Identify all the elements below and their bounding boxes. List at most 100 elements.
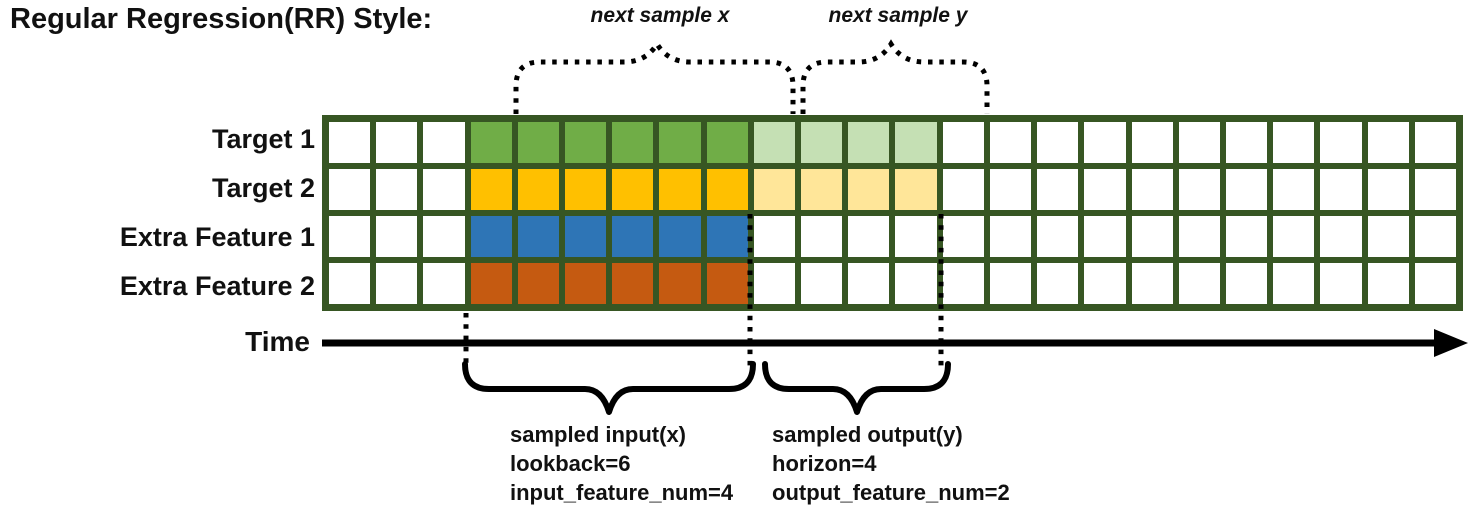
grid-cell [1131, 263, 1173, 304]
grid-cell [895, 263, 937, 304]
grid-cell [1367, 263, 1409, 304]
grid-cell [1273, 263, 1315, 304]
row-label-extra-feature-1: Extra Feature 1 [119, 222, 315, 252]
row-label-target-2: Target 2 [211, 173, 315, 203]
grid-cell [565, 216, 607, 257]
timeseries-grid [322, 115, 1463, 311]
grid-cell [753, 169, 796, 210]
grid-cell [942, 216, 984, 257]
grid-cell [895, 169, 937, 210]
grid-cell [895, 216, 937, 257]
grid-cell [848, 122, 890, 163]
row-label-target-1: Target 1 [211, 124, 315, 154]
grid-cell [517, 263, 560, 304]
next-sample-x-brace [513, 39, 796, 114]
grid-cell [517, 169, 560, 210]
grid-cell [329, 122, 371, 163]
grid-cell [1131, 169, 1173, 210]
grid-cell [1414, 122, 1456, 163]
grid-cell [1037, 122, 1079, 163]
grid-cell [470, 122, 512, 163]
grid-cell [1320, 263, 1362, 304]
grid-cell [1414, 263, 1456, 304]
grid-cell [517, 216, 560, 257]
grid-cell [942, 263, 984, 304]
grid-cell [612, 263, 654, 304]
grid-cell [989, 122, 1032, 163]
grid-cell [376, 169, 418, 210]
grid-cell [565, 122, 607, 163]
grid-cell [989, 263, 1032, 304]
grid-cell [1320, 169, 1362, 210]
grid-cell [706, 263, 748, 304]
grid-cell [659, 122, 701, 163]
grid-cell [1178, 169, 1220, 210]
grid-cell [1178, 122, 1220, 163]
grid-cell [1273, 216, 1315, 257]
grid-cell [801, 263, 843, 304]
grid-cell [423, 169, 465, 210]
grid-cell [1414, 216, 1456, 257]
grid-cell [1178, 263, 1220, 304]
grid-cell [989, 169, 1032, 210]
grid-cell [517, 122, 560, 163]
grid-cell [895, 122, 937, 163]
time-axis-arrow-head [1434, 329, 1468, 357]
grid-cell [1320, 122, 1362, 163]
output-feature-num-value: output_feature_num=2 [772, 480, 1010, 505]
horizon-value: horizon=4 [772, 451, 877, 476]
grid-cell [470, 169, 512, 210]
grid-cell [376, 122, 418, 163]
grid-cell [1178, 216, 1220, 257]
grid-cell [376, 216, 418, 257]
grid-cell [1037, 216, 1079, 257]
grid-cell [659, 169, 701, 210]
next-sample-y-brace [800, 39, 990, 114]
time-axis-label: Time [245, 326, 310, 357]
grid-cell [659, 263, 701, 304]
grid-cell [1225, 122, 1268, 163]
grid-cell [848, 169, 890, 210]
sampled-input-note: sampled input(x) lookback=6 input_featur… [510, 420, 733, 507]
grid-cell [329, 169, 371, 210]
input-feature-num-value: input_feature_num=4 [510, 480, 734, 505]
grid-cell [1225, 216, 1268, 257]
sampled-input-brace [462, 361, 756, 415]
grid-cell [329, 216, 371, 257]
grid-cell [376, 263, 418, 304]
grid-cell [1084, 169, 1126, 210]
grid-cell [1037, 169, 1079, 210]
grid-cell [801, 122, 843, 163]
grid-cell [1273, 169, 1315, 210]
grid-cell [1320, 216, 1362, 257]
grid-cell [612, 169, 654, 210]
page-title: Regular Regression(RR) Style: [10, 3, 433, 35]
grid-cell [801, 169, 843, 210]
grid-cell [848, 216, 890, 257]
grid-cell [1084, 263, 1126, 304]
grid-cell [659, 216, 701, 257]
grid-cell [565, 263, 607, 304]
grid-cell [1367, 122, 1409, 163]
grid-cell [1084, 216, 1126, 257]
sampled-output-brace [762, 361, 951, 415]
grid-cell [706, 122, 748, 163]
grid-cell [1273, 122, 1315, 163]
grid-cell [1131, 122, 1173, 163]
lookback-value: lookback=6 [510, 451, 631, 476]
grid-cell [942, 122, 984, 163]
sampled-output-note: sampled output(y) horizon=4 output_featu… [772, 420, 1010, 507]
grid-cell [801, 216, 843, 257]
grid-cell [1367, 216, 1409, 257]
grid-cell [1414, 169, 1456, 210]
grid-cell [942, 169, 984, 210]
grid-cell [753, 122, 796, 163]
grid-cell [989, 216, 1032, 257]
next-sample-y-label: next sample y [828, 4, 968, 27]
grid-cell [470, 216, 512, 257]
grid-cell [612, 122, 654, 163]
sampled-output-title: sampled output(y) [772, 422, 963, 447]
sampled-input-title: sampled input(x) [510, 422, 687, 447]
row-labels: Target 1 Target 2 Extra Feature 1 Extra … [0, 115, 315, 311]
